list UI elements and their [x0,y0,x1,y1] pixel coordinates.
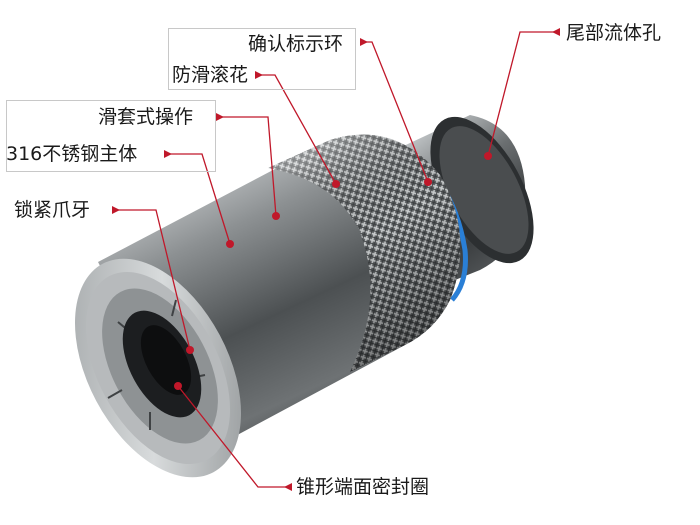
leader-tail-fluid-hole [487,31,556,157]
leader-main-body [168,153,231,245]
front-face [75,258,241,478]
label-locking-jaw: 锁紧爪牙 [14,199,91,221]
frame-confirm-ring [168,28,356,90]
frame-sliding-sleeve [6,100,216,172]
label-anti-slip-knurl: 防滑滚花 [172,64,249,86]
label-sliding-sleeve: 滑套式操作 [98,106,194,128]
label-confirm-ring: 确认标示环 [248,33,344,55]
leader-locking-jaw [116,209,191,351]
label-cone-seal: 锥形端面密封圈 [296,476,430,498]
label-main-body: 316不锈钢主体 [6,143,138,165]
knurled-sleeve [268,134,461,372]
leader-sliding-sleeve [218,116,277,217]
leader-cone-seal [177,385,288,488]
label-tail-fluid-hole: 尾部流体孔 [566,22,662,44]
leader-arrowheads [112,28,560,491]
leader-dots [174,152,492,390]
